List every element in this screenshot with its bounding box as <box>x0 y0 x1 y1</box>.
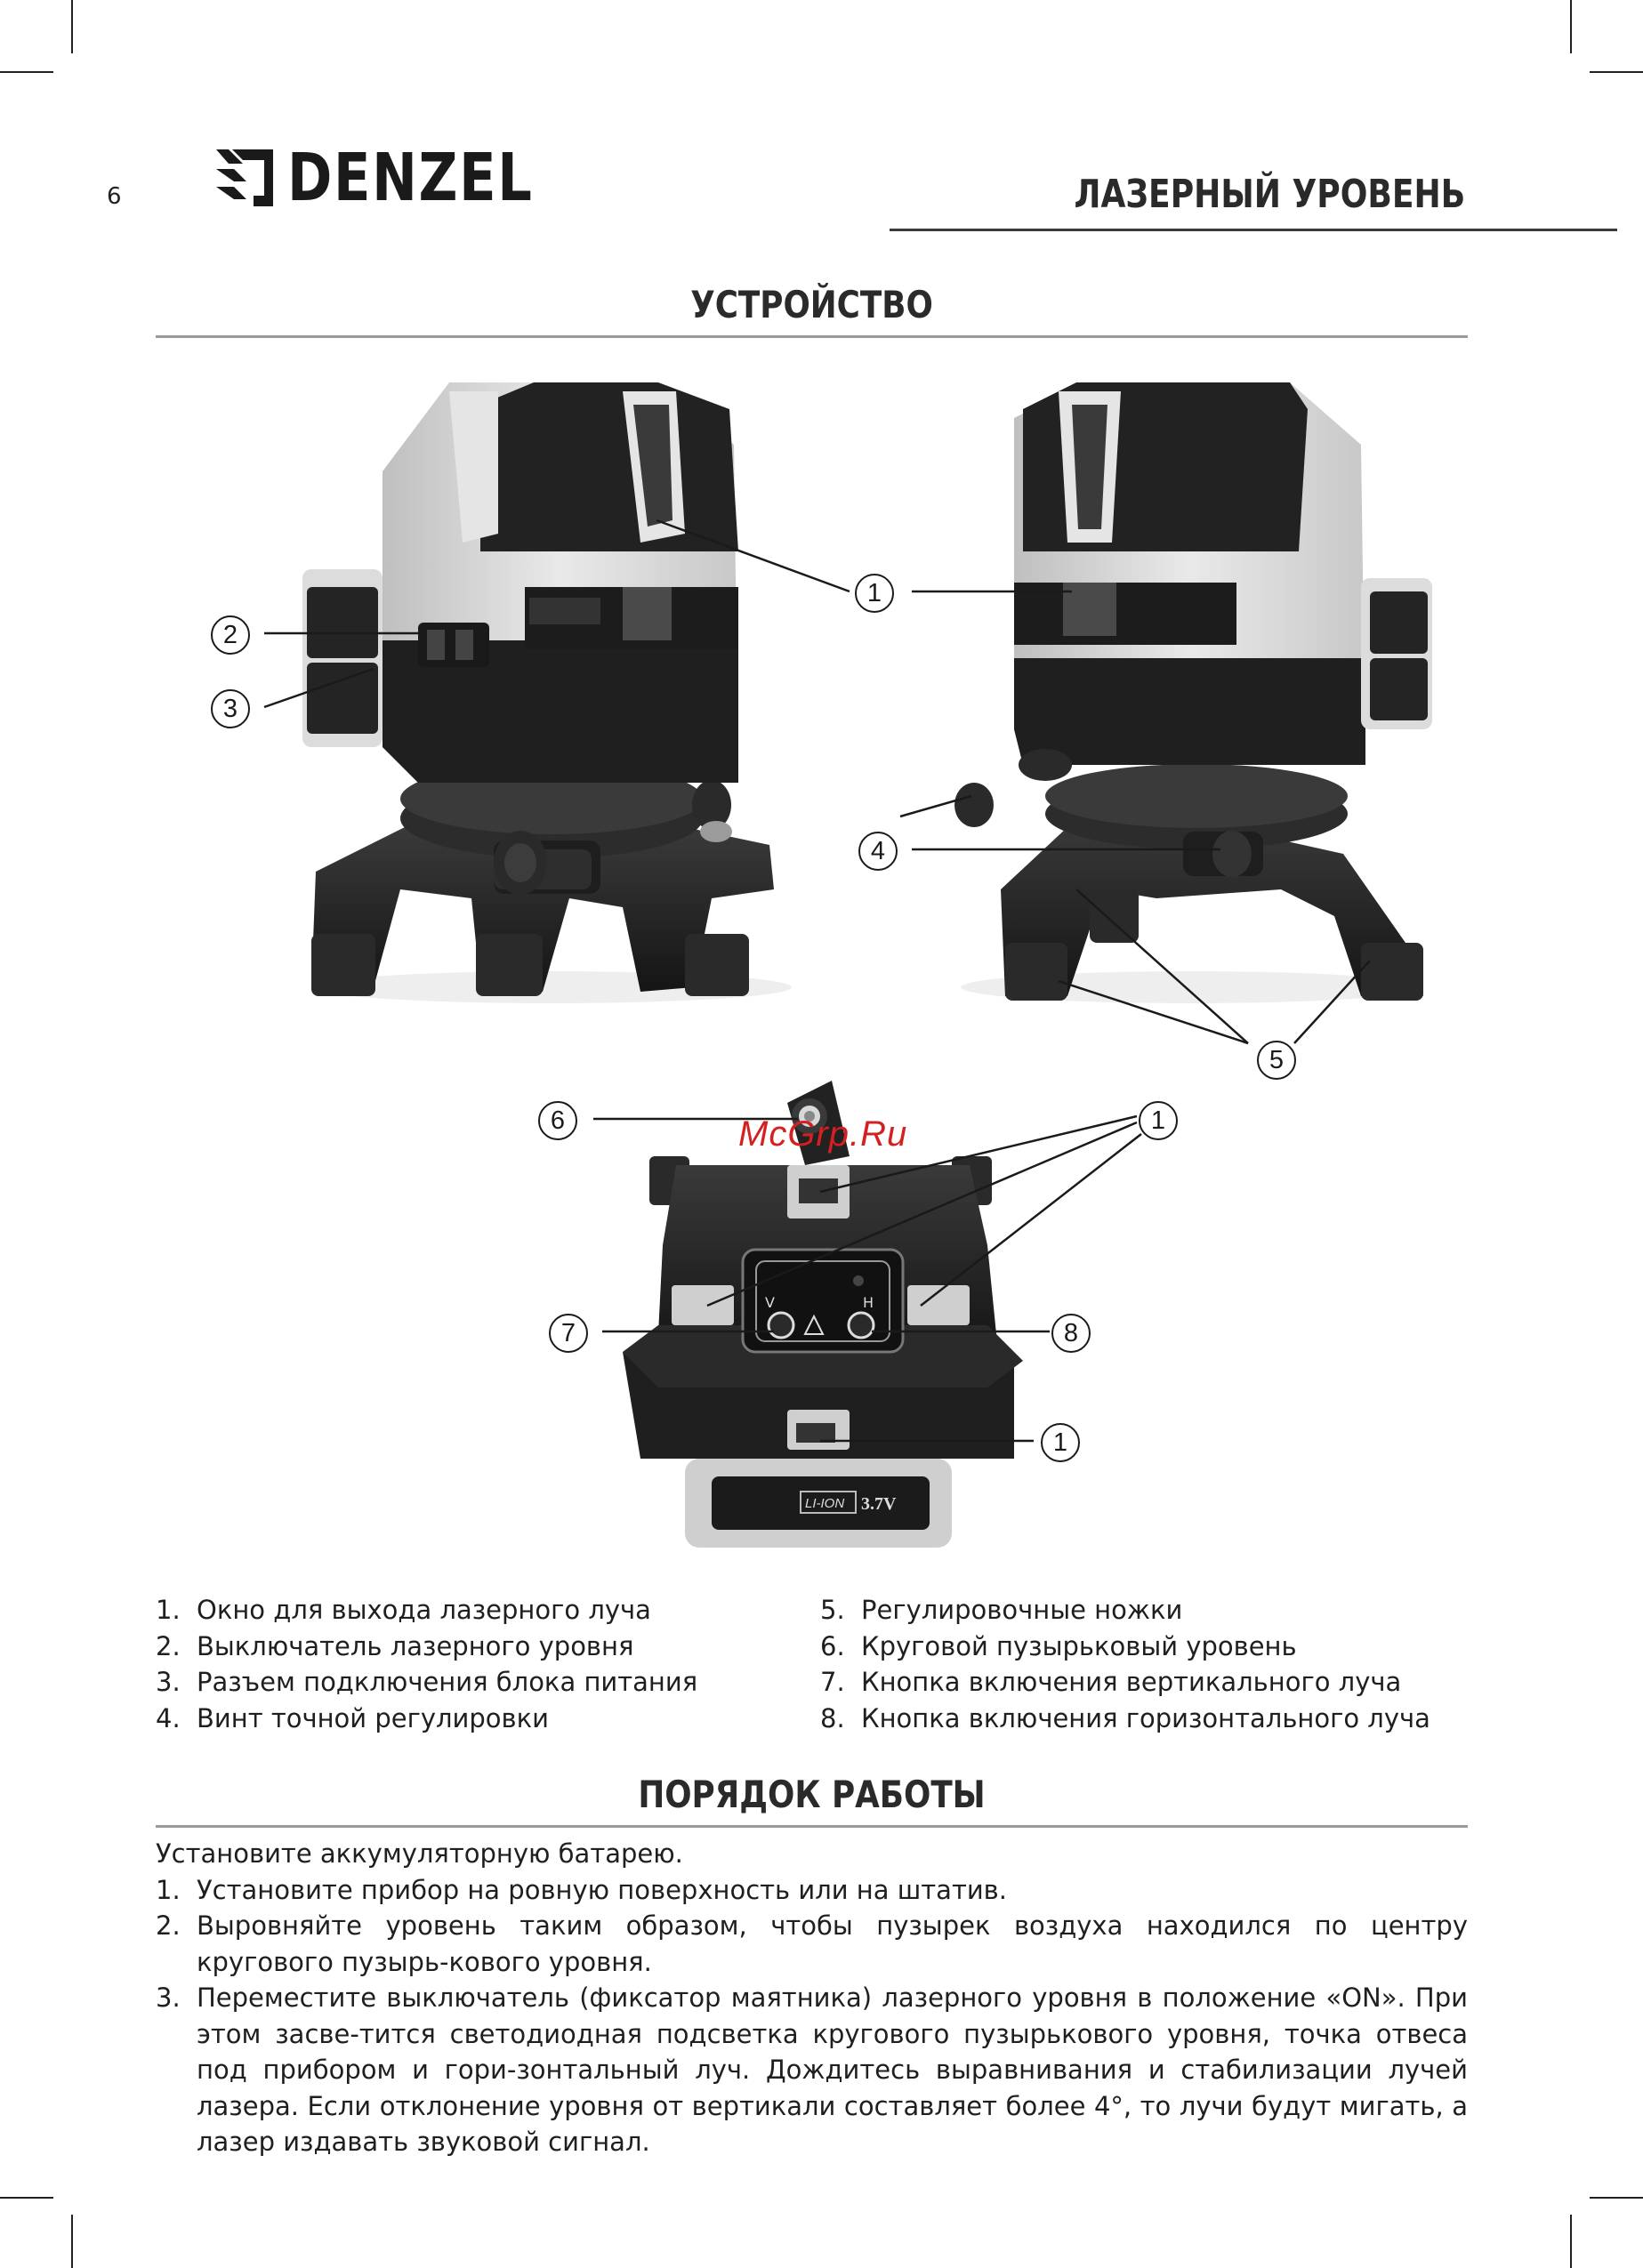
legend-item: 7.Кнопка включения вертикального луча <box>820 1667 1402 1697</box>
legend-item: 6.Круговой пузырьковый уровень <box>820 1630 1297 1661</box>
operation-text: Установите аккумуляторную батарею. 1.Уст… <box>156 1836 1468 2160</box>
callout-1-left: 1 <box>855 574 894 613</box>
legend-item: 4.Винт точной регулировки <box>156 1702 549 1733</box>
legend-right: 5.Регулировочные ножки 6.Круговой пузырь… <box>820 1592 1430 1736</box>
operation-intro: Установите аккумуляторную батарею. <box>156 1838 683 1869</box>
callout-8: 8 <box>1051 1314 1091 1353</box>
crop-mark <box>1590 2197 1643 2199</box>
legend-item: 5.Регулировочные ножки <box>820 1595 1183 1625</box>
laser-level-right-view <box>954 382 1432 1003</box>
callout-4: 4 <box>858 832 898 871</box>
device-section-title: УСТРОЙСТВО <box>690 283 933 326</box>
callout-6: 6 <box>538 1101 577 1140</box>
operation-step: 2.Выровняйте уровень таким образом, чтоб… <box>156 1910 1468 1977</box>
crop-mark <box>1590 71 1643 73</box>
crop-mark <box>71 0 73 53</box>
panel-v-label: V <box>765 1294 775 1311</box>
operation-step: 1.Установите прибор на ровную поверхност… <box>156 1874 1007 1905</box>
crop-mark <box>1570 0 1572 53</box>
page-number: 6 <box>107 183 122 210</box>
laser-level-top-view: V H LI-ION 3.7V <box>623 1081 1023 1548</box>
panel-h-label: H <box>863 1294 874 1311</box>
battery-type-label: LI-ION <box>805 1496 844 1511</box>
crop-mark <box>0 2197 53 2199</box>
header-title: ЛАЗЕРНЫЙ УРОВЕНЬ <box>1074 172 1465 217</box>
operation-step: 3.Переместите выключатель (фиксатор маят… <box>156 1982 1468 2157</box>
device-illustration: V H LI-ION 3.7V <box>263 382 1432 1548</box>
battery-voltage-label: 3.7V <box>861 1494 897 1514</box>
callout-7: 7 <box>549 1314 588 1353</box>
laser-level-left-view <box>302 382 792 1003</box>
legend-left: 1.Окно для выхода лазерного луча 2.Выклю… <box>156 1592 697 1736</box>
section-divider <box>156 335 1468 338</box>
legend-item: 1.Окно для выхода лазерного луча <box>156 1595 651 1625</box>
brand-name: DENZEL <box>287 140 534 216</box>
header-rule <box>890 229 1617 231</box>
crop-mark <box>0 71 53 73</box>
legend-item: 8.Кнопка включения горизонтального луча <box>820 1702 1430 1733</box>
operation-section-title: ПОРЯДОК РАБОТЫ <box>638 1773 986 1816</box>
callout-1-bottom: 1 <box>1041 1423 1080 1462</box>
crop-mark <box>71 2215 73 2268</box>
callout-3: 3 <box>211 689 250 728</box>
brand-emblem-icon <box>216 149 273 206</box>
brand-logo: DENZEL <box>216 140 587 216</box>
callout-1-top: 1 <box>1139 1101 1178 1140</box>
section-divider <box>156 1825 1468 1828</box>
callout-lines <box>263 519 1371 1443</box>
legend-item: 3.Разъем подключения блока питания <box>156 1667 698 1697</box>
callout-5: 5 <box>1257 1041 1296 1080</box>
legend-item: 2.Выключатель лазерного уровня <box>156 1630 634 1661</box>
crop-mark <box>1570 2215 1572 2268</box>
watermark: McGrp.Ru <box>738 1114 908 1154</box>
callout-2: 2 <box>211 615 250 655</box>
